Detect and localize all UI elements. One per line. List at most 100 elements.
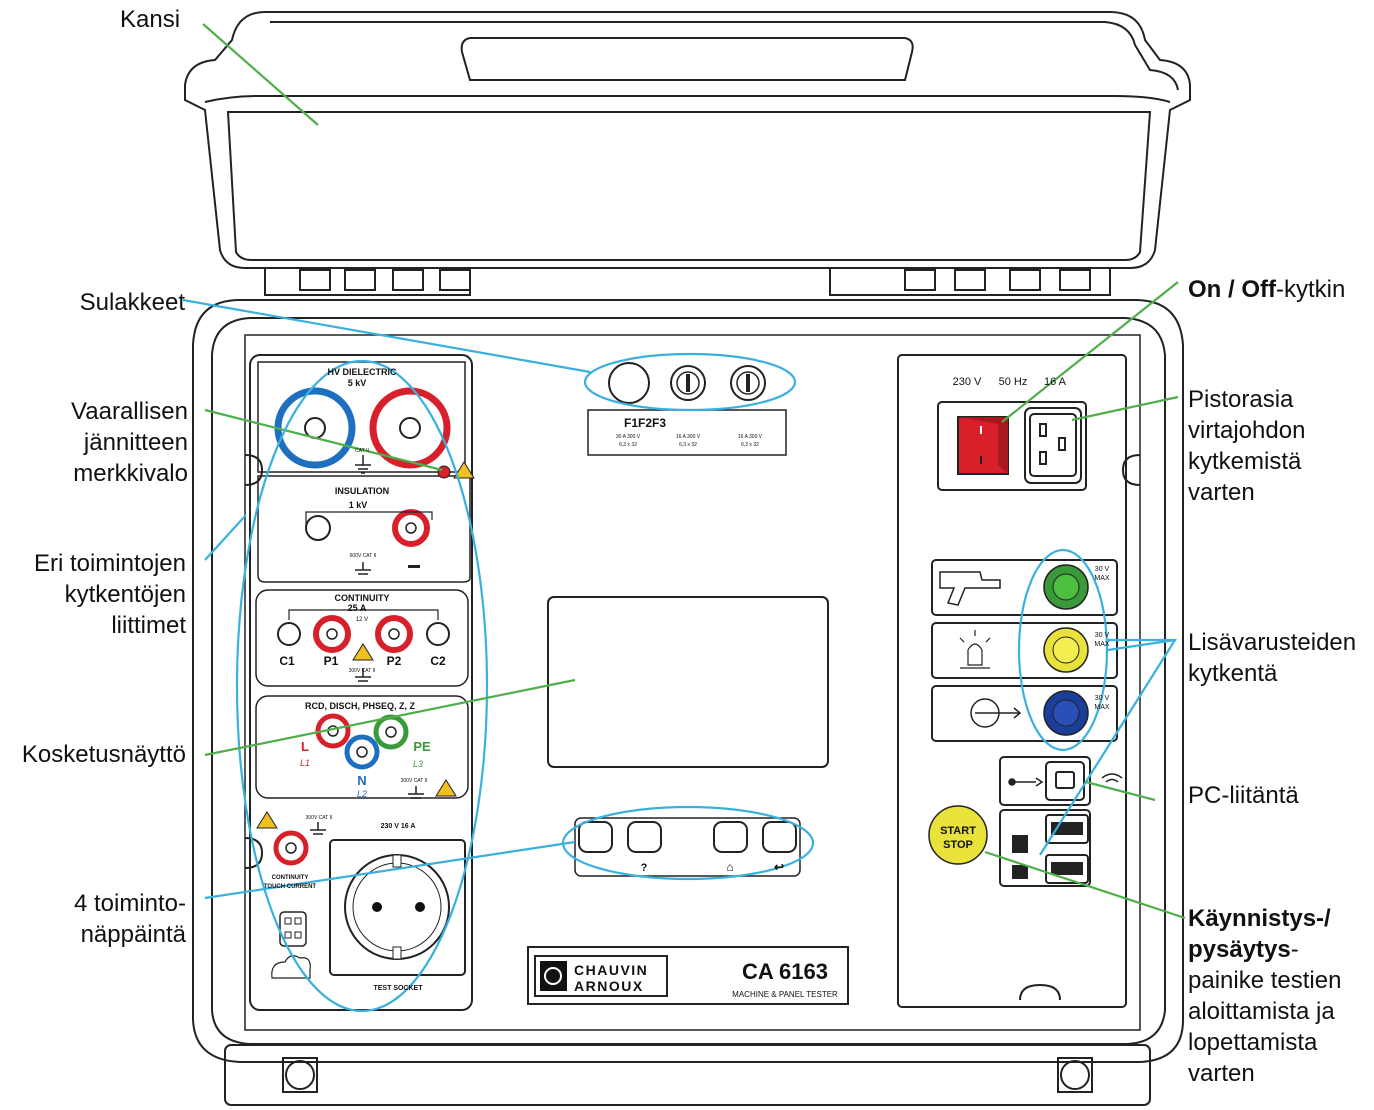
socket-label: TEST SOCKET bbox=[373, 985, 423, 992]
callout-terminals-line2: kytkentöjen bbox=[64, 581, 186, 608]
touch-label-2: TOUCH CURRENT bbox=[264, 884, 317, 890]
callout-terminals-line3: liittimet bbox=[111, 612, 186, 639]
fuse-holders bbox=[587, 362, 787, 456]
continuity-rating: 300V CAT II bbox=[349, 668, 376, 674]
callout-terminals: Eri toimintojen kytkentöjen liittimet bbox=[4, 548, 186, 641]
callout-on-off-bold: On / Off bbox=[1188, 276, 1276, 303]
fuse-label-plate bbox=[587, 409, 787, 456]
base-case bbox=[192, 299, 1184, 1106]
term-pe-sub: L3 bbox=[413, 759, 423, 769]
callout-function-keys-line2: näppäintä bbox=[80, 921, 186, 948]
hv-title: HV DIELECTRIC bbox=[327, 367, 397, 377]
callout-start-stop-dash: - bbox=[1290, 936, 1299, 963]
callout-socket: Pistorasia virtajohdon kytkemistä varten bbox=[1188, 384, 1305, 508]
rcd-terminals bbox=[315, 713, 457, 797]
function-key-4[interactable] bbox=[762, 821, 797, 853]
fuse2-spec: 16 A 300 V bbox=[676, 434, 701, 440]
start-label: START bbox=[940, 825, 976, 837]
callout-socket-line1: Pistorasia bbox=[1188, 386, 1294, 413]
function-key-2[interactable] bbox=[627, 821, 662, 853]
callout-pc: PC-liitäntä bbox=[1188, 782, 1299, 809]
fuse2-size: 6,3 x 32 bbox=[679, 442, 697, 448]
rcd-title: RCD, DISCH, PHSEQ, Z, Z bbox=[305, 701, 416, 711]
callout-accessories-line2: kytkentä bbox=[1188, 660, 1278, 687]
callout-start-stop-line6: varten bbox=[1188, 1060, 1255, 1087]
fuse3-size: 6,3 x 32 bbox=[741, 442, 759, 448]
callout-fuses: Sulakkeet bbox=[79, 289, 185, 316]
term-n-sub: L2 bbox=[357, 789, 367, 799]
hazard-icon bbox=[453, 461, 475, 479]
callout-on-off: On / Off-kytkin bbox=[1188, 274, 1345, 305]
memory-icon bbox=[1012, 865, 1028, 879]
rcd-rating: 300V CAT II bbox=[401, 778, 428, 784]
beacon-icon bbox=[959, 630, 991, 669]
continuity-title: CONTINUITY bbox=[335, 593, 390, 603]
acc1-max: MAX bbox=[1094, 575, 1110, 582]
probe-gun-icon bbox=[939, 571, 1001, 606]
function-keys bbox=[574, 817, 801, 877]
function-key-1[interactable] bbox=[578, 821, 613, 853]
callout-start-stop: Käynnistys-/ pysäytys- painike testien a… bbox=[1188, 903, 1341, 1089]
hv-warning-lamp-icon bbox=[437, 465, 451, 479]
callout-socket-line4: varten bbox=[1188, 479, 1255, 506]
accessory-connectors bbox=[939, 564, 1089, 736]
fuse-label: F1F2F3 bbox=[624, 416, 666, 430]
power-current: 16 A bbox=[1044, 376, 1067, 388]
callout-touchscreen: Kosketusnäyttö bbox=[21, 741, 186, 768]
continuity-volt: 12 V bbox=[356, 617, 368, 623]
brand-chauvin: CHAUVIN bbox=[574, 962, 648, 978]
callout-start-stop-line4: aloittamista ja bbox=[1188, 998, 1335, 1025]
callout-hv-lamp-line3: merkkivalo bbox=[73, 460, 188, 487]
start-stop-button[interactable] bbox=[928, 805, 988, 865]
term-n: N bbox=[357, 773, 366, 788]
callout-hv-lamp-line1: Vaarallisen bbox=[71, 398, 188, 425]
stop-label: STOP bbox=[943, 839, 973, 851]
callout-start-stop-line3: painike testien bbox=[1188, 967, 1342, 994]
term-c1: C1 bbox=[279, 654, 295, 668]
callout-hv-lamp-line2: jännitteen bbox=[83, 429, 188, 456]
on-off-switch[interactable] bbox=[957, 416, 1009, 475]
model-name: CA 6163 bbox=[742, 959, 828, 984]
test-socket bbox=[344, 854, 450, 960]
power-frequency: 50 Hz bbox=[999, 376, 1028, 388]
hv-rating: CAT II bbox=[355, 448, 369, 454]
touch-rating: 300V CAT II bbox=[306, 815, 333, 821]
callout-on-off-rest: -kytkin bbox=[1275, 276, 1346, 303]
term-pe: PE bbox=[413, 739, 431, 754]
model-subtitle: MACHINE & PANEL TESTER bbox=[732, 990, 838, 999]
fuse3-spec: 16 A 300 V bbox=[738, 434, 763, 440]
leader-lines bbox=[182, 23, 1186, 1013]
fuse1-spec: 30 A 300 V bbox=[616, 434, 641, 440]
hv-voltage: 5 kV bbox=[348, 378, 367, 388]
callout-accessories: Lisävarusteiden kytkentä bbox=[1188, 627, 1356, 689]
term-p1: P1 bbox=[324, 654, 339, 668]
continuity-current: 25 A bbox=[348, 603, 367, 613]
acc3-max: MAX bbox=[1094, 704, 1110, 711]
touchscreen[interactable] bbox=[547, 596, 829, 768]
right-panel bbox=[897, 354, 1127, 1008]
function-key-3[interactable] bbox=[713, 821, 748, 853]
callout-terminals-line1: Eri toimintojen bbox=[33, 550, 186, 577]
callout-socket-line3: kytkemistä bbox=[1188, 448, 1302, 475]
key-help-symbol: ? bbox=[641, 862, 648, 874]
callout-function-keys-line1: 4 toiminto- bbox=[73, 890, 186, 917]
ground-symbols bbox=[310, 455, 424, 835]
callout-accessories-line1: Lisävarusteiden bbox=[1188, 629, 1357, 656]
insulation-title: INSULATION bbox=[335, 486, 389, 496]
callout-start-stop-bold2: pysäytys bbox=[1188, 936, 1291, 963]
touch-label-1: CONTINUITY bbox=[272, 875, 309, 881]
callout-socket-line2: virtajohdon bbox=[1188, 417, 1306, 444]
fuse1-size: 6,3 x 32 bbox=[619, 442, 637, 448]
printer-icon bbox=[1012, 835, 1028, 853]
touch-current-terminal bbox=[256, 811, 311, 979]
device-labels: HV DIELECTRIC 5 kV CAT II INSULATION 1 k… bbox=[264, 367, 1110, 999]
insulation-voltage: 1 kV bbox=[349, 500, 368, 510]
insulation-rating: 600V CAT II bbox=[350, 553, 377, 559]
callout-lid: Kansi bbox=[120, 6, 181, 33]
term-l: L bbox=[301, 739, 309, 754]
continuity-terminals bbox=[277, 609, 450, 661]
callout-function-keys: 4 toiminto- näppäintä bbox=[20, 888, 186, 950]
socket-rating: 230 V 16 A bbox=[381, 823, 416, 830]
insulation-terminals bbox=[305, 509, 433, 568]
wireless-icon bbox=[1101, 773, 1123, 783]
